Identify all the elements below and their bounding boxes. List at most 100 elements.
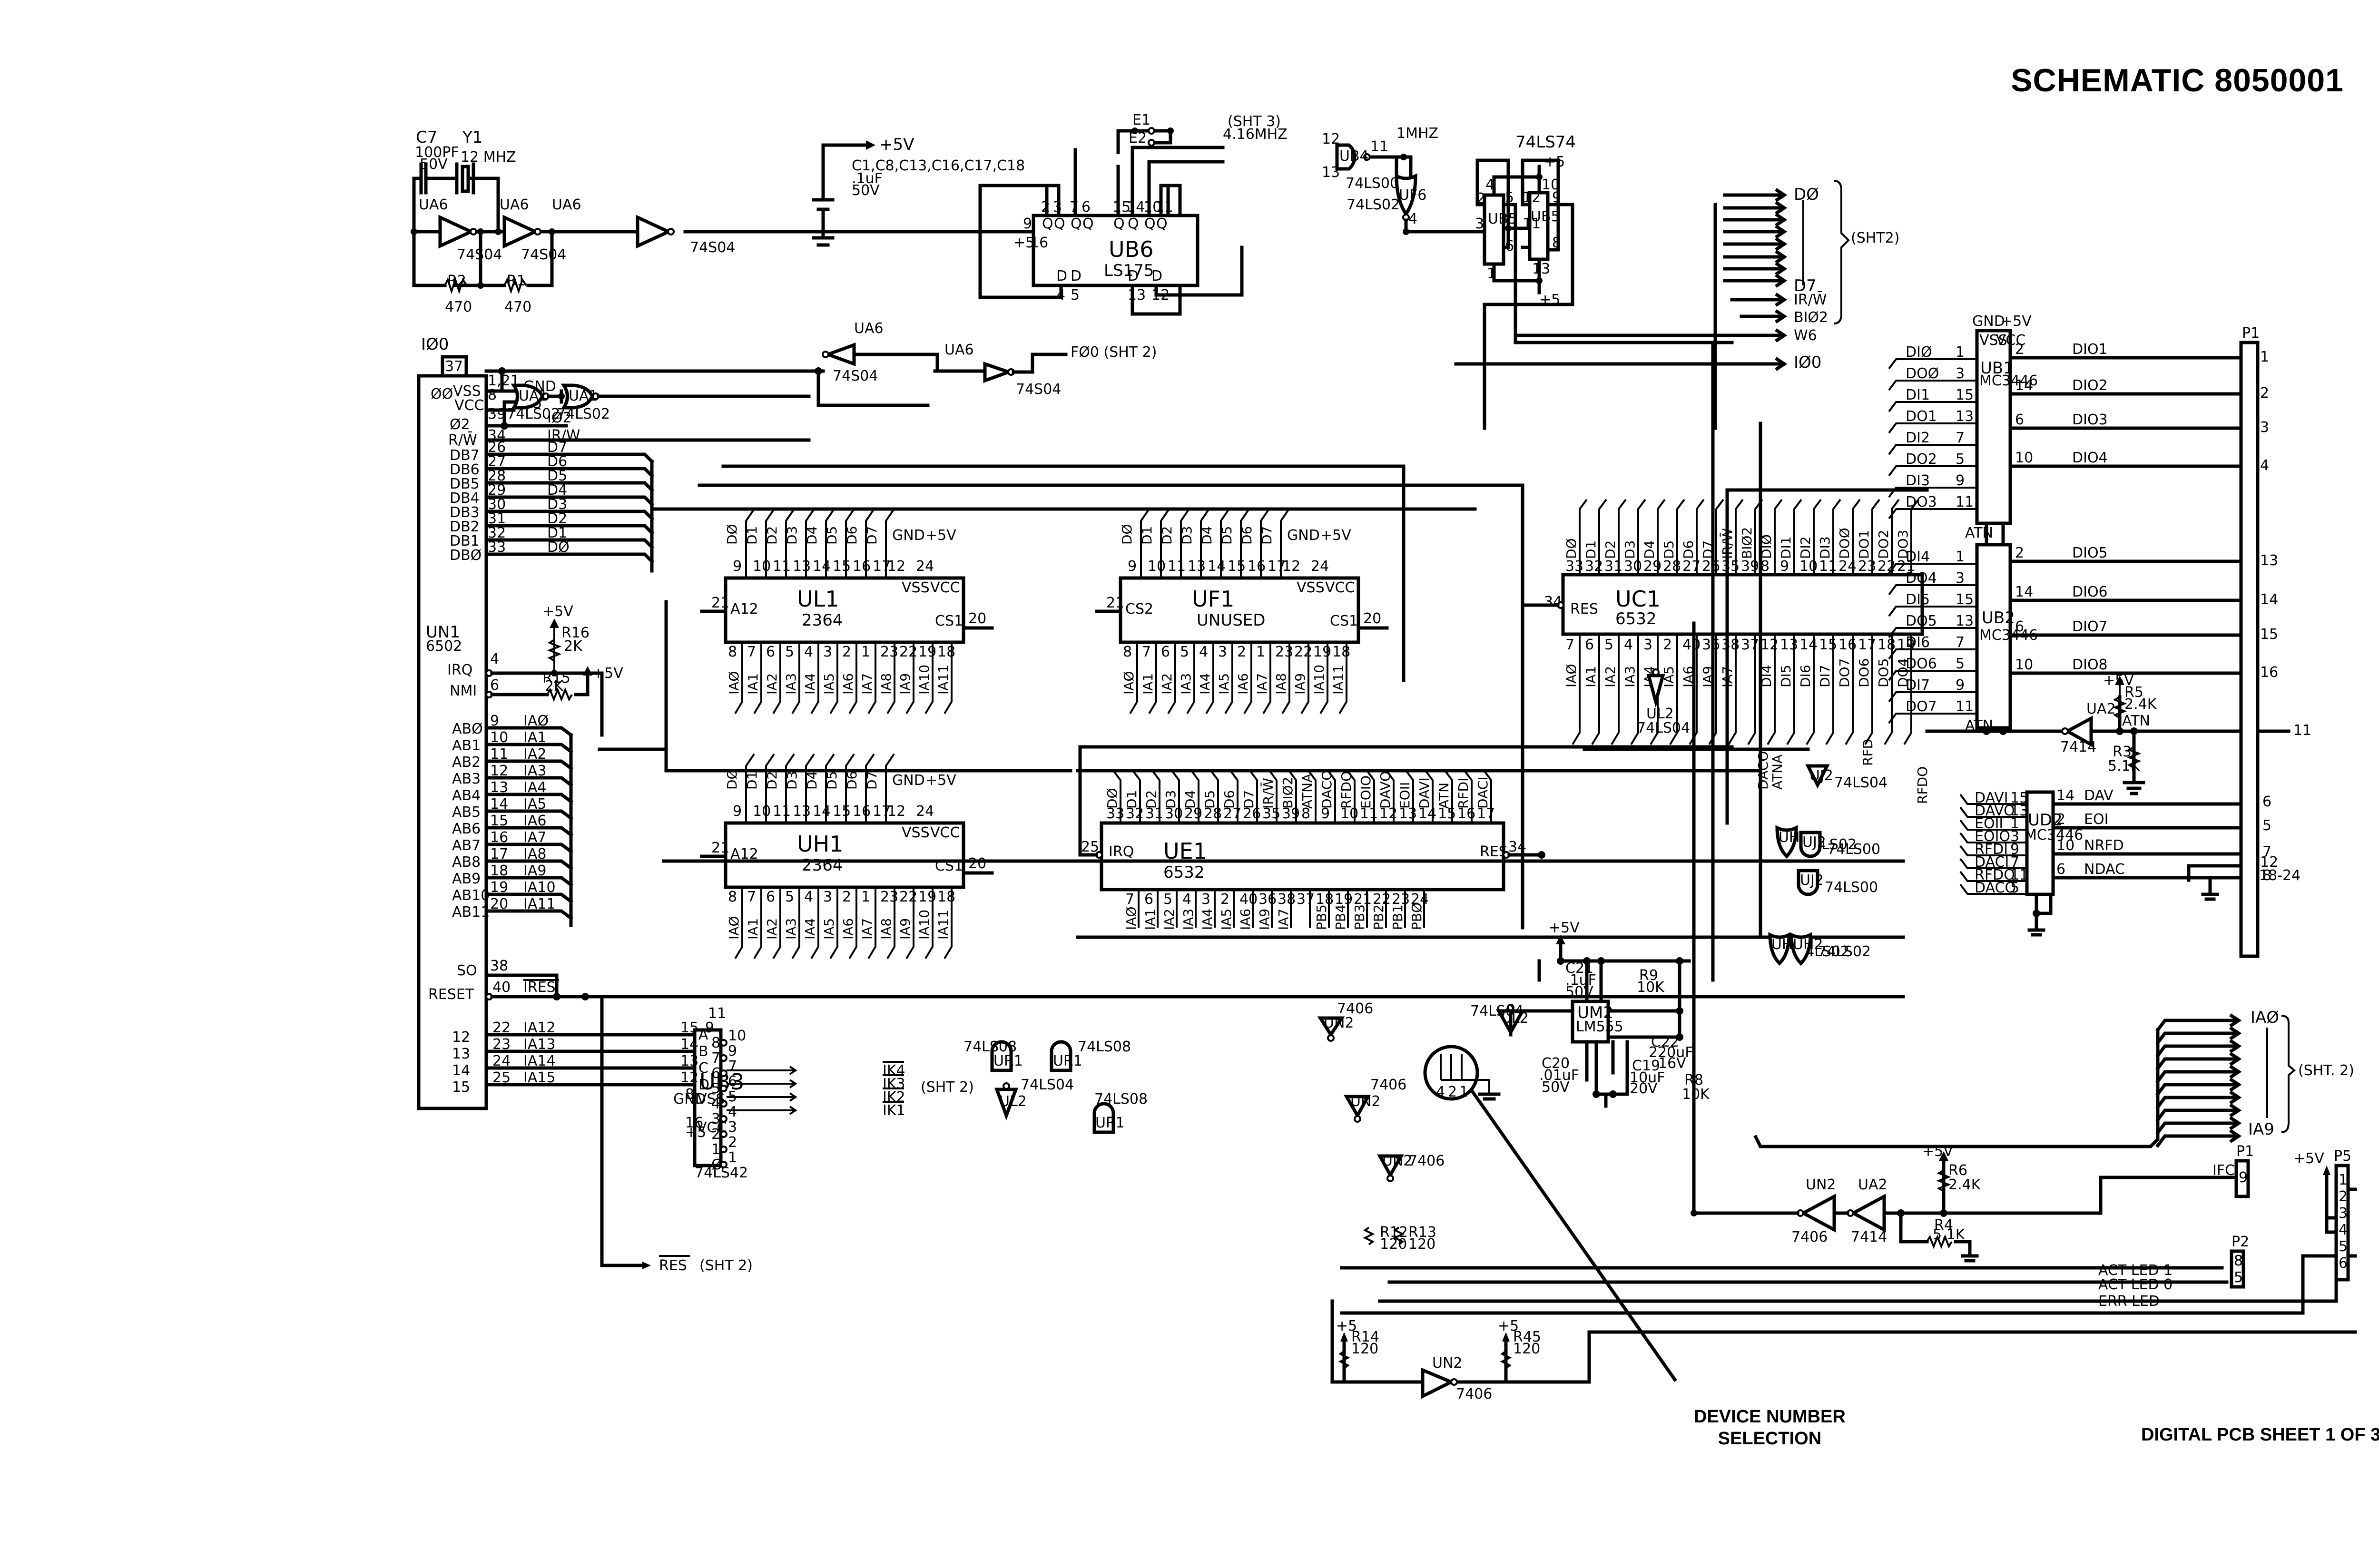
uf6-part: 74LS02	[1347, 196, 1400, 213]
ua6-f0-a-ref: UA6	[854, 320, 884, 337]
ud2-body	[2025, 790, 2055, 896]
r15-value: 2K	[545, 678, 564, 695]
ue1-bot-pin-2: 5	[1163, 891, 1172, 908]
ub2-left-line-7	[1888, 713, 1977, 724]
rom-vccpin-2: 24	[916, 803, 934, 820]
decoupling-caps: +5V C1,C8,C13,C16,C17,C18 .1uF 50V	[812, 135, 1025, 247]
rom-apin-2-11: 18	[937, 889, 955, 905]
rom-apin-1-2: 6	[1161, 644, 1170, 660]
ub6-bottom-pin-5: 5	[1071, 287, 1080, 304]
p1-atn-pin: 11	[2293, 722, 2311, 739]
ue1-bot-net-14: PB1	[1390, 904, 1406, 930]
uc1-top-line-2	[1618, 499, 1627, 575]
rom-dnet-1-4: D4	[1199, 526, 1215, 545]
ue1-bot-net-2: IA2	[1161, 909, 1177, 930]
uc1-top-line-11	[1793, 499, 1802, 575]
ub1-left-net-7: DO3	[1906, 494, 1937, 510]
bottom-bus-arrow-6	[2229, 1090, 2242, 1105]
un1-addr-line-11	[484, 909, 573, 921]
ub2-left-net-2: DI5	[1906, 591, 1930, 608]
ik-label-3: IK1	[883, 1102, 905, 1119]
switch-pin-4: 4	[1436, 1084, 1445, 1100]
un1-high-name-2: 14	[452, 1062, 470, 1079]
c7-value: 100PF	[415, 144, 459, 161]
led-act0: ACT LED 0	[2098, 1276, 2173, 1293]
ue1-top-line-1	[1132, 770, 1141, 823]
rom-aline-0-9	[905, 642, 914, 715]
ub1-atn: ATN	[1965, 525, 1993, 541]
ub2-right-net-3: DIO8	[2072, 657, 2108, 673]
ud2-right-pin-0: 14	[2056, 787, 2074, 804]
ub1-left-pin-0: 1	[1956, 344, 1965, 361]
rom-anet-2-0: IAØ	[726, 916, 742, 940]
ud2-p1-pin-0: 6	[2262, 794, 2271, 810]
ub2-left-line-1	[1888, 584, 1977, 596]
ua6-b-ref: UA6	[500, 196, 529, 213]
rom-cspin-1: 20	[1363, 610, 1381, 627]
uc1-bot-line-12	[1806, 634, 1815, 745]
bottom-bus-arrow-4	[2229, 1065, 2242, 1079]
rom-anet-0-8: IA8	[878, 673, 894, 695]
un1-high-name-1: 13	[452, 1046, 470, 1062]
un1-data-name-6: DB1	[450, 533, 480, 549]
rom-aline-0-7	[867, 642, 876, 715]
uc1-ref: UC1	[1615, 586, 1661, 612]
uc1-bot-pin-1: 6	[1585, 637, 1594, 653]
rom-aline-0-6	[848, 642, 857, 715]
ub1-left-pin-3: 13	[1956, 408, 1974, 425]
ue1-bot-pin-1: 6	[1144, 891, 1153, 908]
nor-ua1-b	[560, 383, 594, 410]
ub1-left-net-3: DO1	[1906, 408, 1937, 425]
rom-apin-1-1: 7	[1142, 644, 1151, 660]
nor-uf6	[1395, 173, 1417, 217]
r5-value: 2.4K	[2124, 696, 2157, 713]
uc1-bot-net-3: IA3	[1622, 666, 1638, 687]
nor-ua1-a	[511, 383, 544, 410]
rom-apin-0-8: 23	[880, 644, 898, 660]
un1-vss-pin2: 8	[488, 387, 497, 403]
rom-dline-2-4	[825, 753, 835, 823]
un1-6502: 37 IØ0 ØØ VSS 1,21 8 GND VCC 39 +5 Ø2 IØ…	[417, 335, 1905, 1110]
c19-label: C19	[1632, 1058, 1660, 1074]
ub6-top-pin-14: 14	[1127, 199, 1145, 216]
ub6-bottom-sig-13: D	[1128, 268, 1139, 284]
uc1-top-line-15	[1871, 499, 1880, 575]
un1-irq-pin: 4	[490, 651, 499, 667]
un1-reset: RESET	[428, 986, 474, 1003]
rom-part-2: 2364	[802, 856, 843, 875]
rom-aline-0-10	[924, 642, 934, 715]
uc1-bot-pin-14: 16	[1838, 637, 1857, 653]
bottom-bus-line-4	[2155, 1070, 2238, 1084]
ub2-p1-pin-0: 13	[2260, 552, 2278, 569]
rom-aline-2-10	[924, 887, 934, 960]
ue1-top-line-0	[1112, 770, 1121, 823]
rom-anet-1-0: IAØ	[1121, 671, 1137, 695]
un1-addr-name-6: AB6	[452, 821, 481, 837]
uc1-bot-pin-9: 37	[1741, 637, 1759, 653]
rom-aline-1-5	[1224, 642, 1233, 715]
uc1-top-pin-2: 31	[1604, 558, 1622, 575]
uc1-top-net-4: D4	[1642, 540, 1657, 559]
ue1-bot-pin-13: 22	[1373, 891, 1391, 908]
bottom-bus-spine	[1753, 1028, 2160, 1148]
ua1-b-part: 74LS02	[557, 406, 610, 422]
atn-label: ATN	[2122, 713, 2150, 729]
rom-dpin-2-7: 17	[873, 803, 891, 820]
un1-body	[417, 374, 488, 1110]
bottom-bus-arrow-9	[2229, 1129, 2242, 1143]
ub6-bottom-sig-12: D	[1151, 268, 1162, 284]
p1-ifc-ref: P1	[2236, 1143, 2254, 1160]
ub1-left-pin-2: 15	[1956, 387, 1974, 403]
ik-label-1: IK3	[883, 1076, 905, 1092]
un1-data-line-6	[484, 538, 654, 549]
ue1-bot-pin-4: 3	[1201, 891, 1210, 908]
ub5-right-clk-pin: 11	[1523, 216, 1541, 232]
rom-dnet-2-6: D6	[844, 771, 860, 790]
ub5-plus5-top: +5	[1544, 154, 1565, 170]
ub1-left-line-5	[1888, 465, 1977, 477]
ub4-pin-out: 11	[1370, 138, 1388, 155]
rom-a12pin-0: 21	[711, 595, 729, 611]
